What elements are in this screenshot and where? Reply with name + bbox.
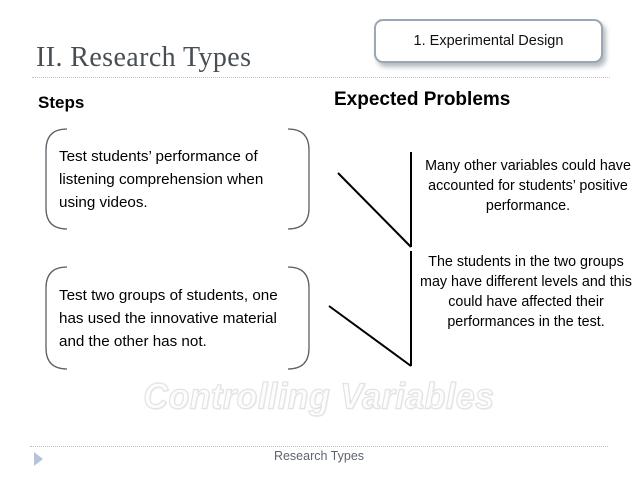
step-box-2[interactable]: Test two groups of students, one has use…	[45, 266, 310, 370]
expected-problems-column-header: Expected Problems	[334, 89, 511, 110]
step-box-1[interactable]: Test students’ performance of listening …	[45, 128, 310, 230]
experimental-design-callout[interactable]: 1. Experimental Design	[374, 19, 603, 63]
step-text-1: Test students’ performance of listening …	[59, 147, 264, 211]
problem-text-1: Many other variables could have accounte…	[425, 158, 631, 214]
connector-diagonal-2	[328, 305, 412, 367]
connector-diagonal-1	[337, 172, 412, 248]
problem-text-2: The students in the two groups may have …	[420, 254, 632, 330]
controlling-variables-wordart: Controlling Variables	[143, 376, 495, 417]
steps-column-header: Steps	[38, 93, 85, 112]
footer-label: Research Types	[273, 449, 365, 463]
play-triangle-icon	[34, 452, 43, 466]
footer-divider	[30, 446, 608, 447]
step-text-2: Test two groups of students, one has use…	[59, 286, 278, 350]
callout-label: 1. Experimental Design	[413, 33, 564, 49]
title-divider	[32, 77, 610, 78]
page-title: II. Research Types	[36, 42, 252, 73]
